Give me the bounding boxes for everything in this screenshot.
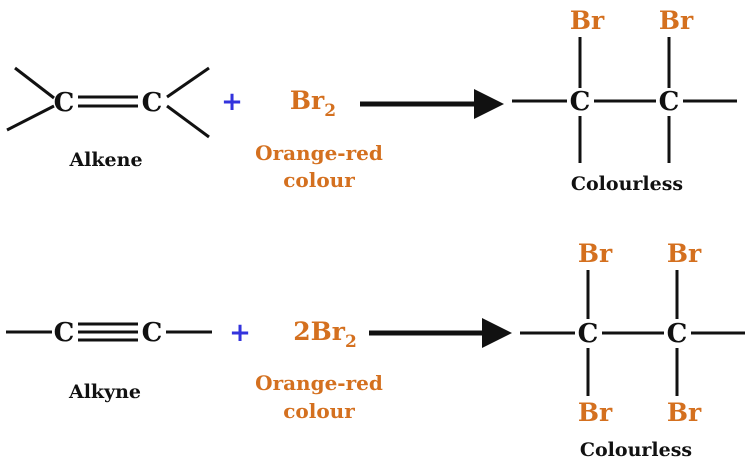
product-2-label: Colourless: [580, 439, 692, 461]
product-1-label: Colourless: [571, 173, 683, 195]
product-2-carbon-1: C: [578, 319, 599, 349]
alkyne-carbon-1: C: [54, 318, 75, 348]
reagent-1-subscript: 2: [324, 101, 336, 121]
alkene-left-upper-bond: [14, 66, 55, 100]
product-2-bromine-top-1: Br: [578, 239, 613, 268]
product-1-carbon-1: C: [570, 87, 591, 117]
product-1-bromine-1: Br: [570, 6, 605, 35]
product-1-carbon-2: C: [659, 87, 680, 117]
alkene-right-upper-bond: [166, 66, 210, 99]
tetrabromoalkane-product: Br Br C C Br Br: [520, 239, 745, 427]
alkyne-carbon-2: C: [142, 318, 163, 348]
product-2-carbon-2: C: [667, 319, 688, 349]
alkyne-label: Alkyne: [68, 381, 141, 403]
reagent-2-subscript: 2: [345, 332, 357, 352]
reaction-alkyne: C C Alkyne + 2Br2 Orange-red colour Br B…: [6, 239, 745, 461]
product-2-bromine-top-2: Br: [667, 239, 702, 268]
reagent-2-coefficient: 2: [293, 317, 310, 346]
alkene-carbon-1: C: [54, 88, 75, 118]
reagent-2-symbol: Br: [311, 317, 346, 346]
reaction-alkene: C C Alkene + Br2 Orange-red colour Br Br…: [6, 6, 737, 195]
reagent-1-colour-line2: colour: [283, 168, 355, 192]
dibromoalkane-product: Br Br C C: [512, 6, 737, 163]
bromine-reagent-2: 2Br2: [293, 317, 357, 352]
reagent-1-colour-line1: Orange-red: [255, 141, 383, 165]
product-2-bromine-bottom-2: Br: [667, 398, 702, 427]
reagent-2-colour-line1: Orange-red: [255, 371, 383, 395]
alkene-structure: C C: [6, 66, 210, 139]
plus-sign-2: +: [229, 318, 251, 348]
alkyne-structure: C C: [6, 318, 212, 348]
bromine-reagent-1: Br2: [290, 86, 336, 121]
alkene-carbon-2: C: [142, 88, 163, 118]
product-2-bromine-bottom-1: Br: [578, 398, 613, 427]
plus-sign-1: +: [221, 87, 243, 117]
alkene-right-lower-bond: [166, 104, 210, 139]
alkene-label: Alkene: [68, 149, 142, 171]
reagent-1-symbol: Br: [290, 86, 325, 115]
reagent-2-colour-line2: colour: [283, 399, 355, 423]
alkene-left-lower-bond: [6, 104, 55, 132]
product-1-bromine-2: Br: [659, 6, 694, 35]
